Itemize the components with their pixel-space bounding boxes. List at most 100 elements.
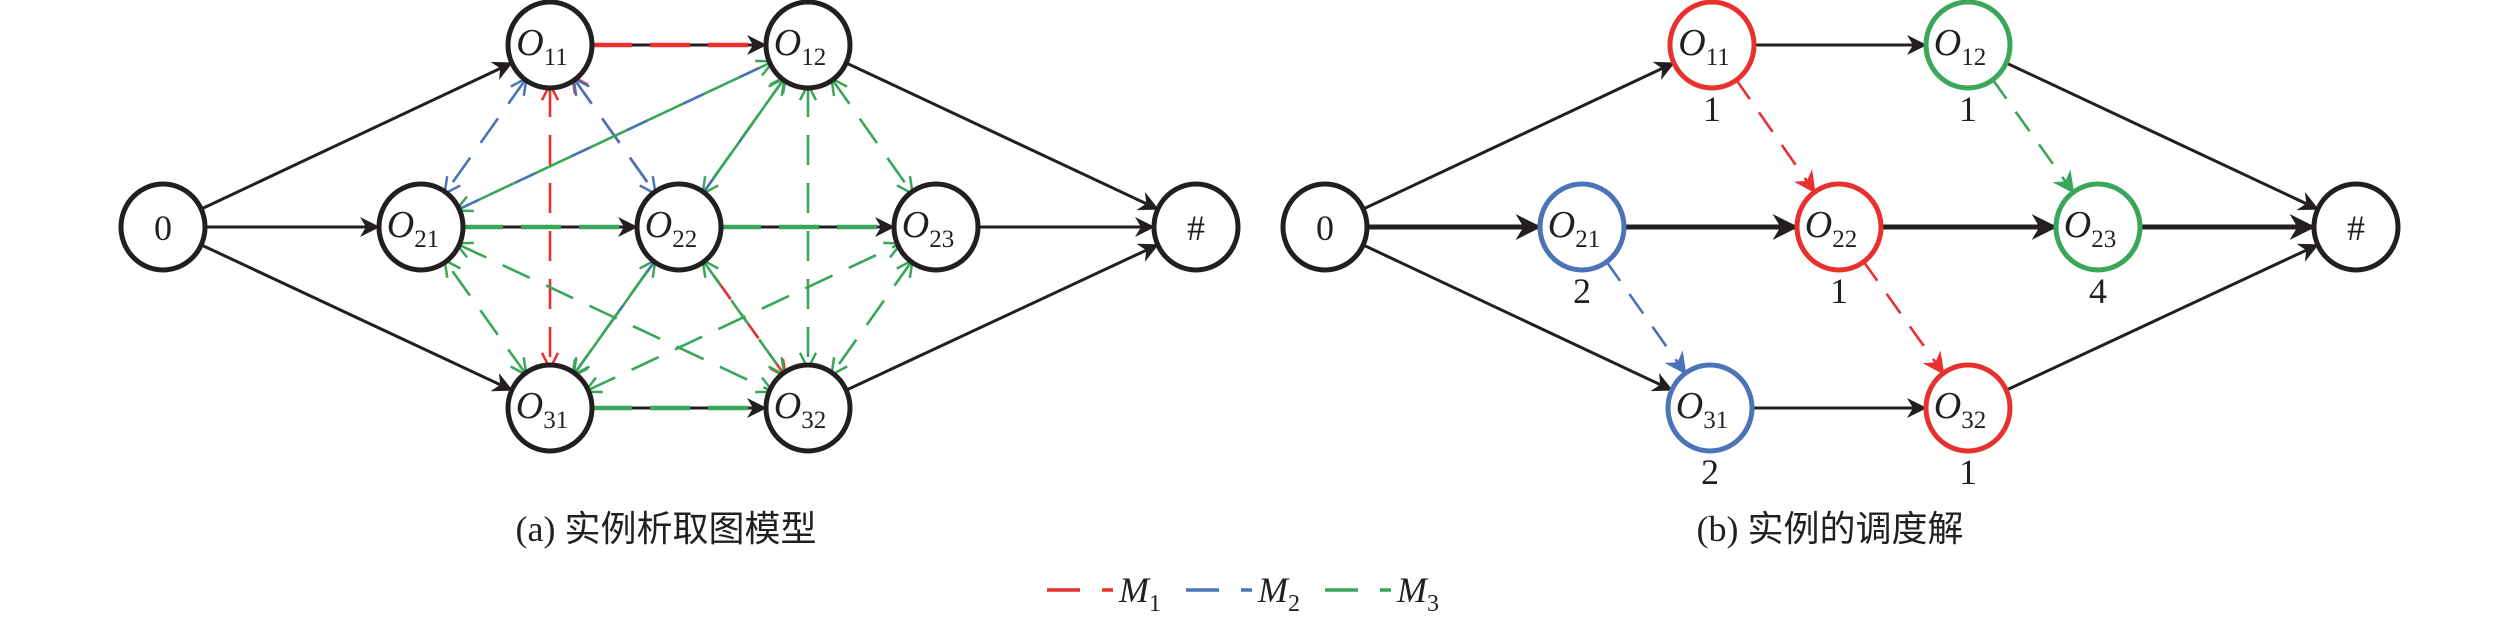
legend-label-main: M [1118, 570, 1151, 610]
node-e: # [2311, 181, 2401, 273]
node-label: O32 [774, 385, 826, 434]
node-label: 0 [154, 208, 172, 248]
node-circle [1280, 181, 1370, 273]
node-label-main: O [645, 204, 672, 246]
disjunctive-edge-o22-o32 [703, 260, 785, 375]
node-label-main: O [1934, 385, 1961, 427]
caption-a: (a) 实例析取图模型 [516, 509, 817, 549]
node-label: O32 [1934, 385, 1986, 434]
node-circle [1923, 362, 2013, 454]
node-label: O23 [902, 204, 954, 253]
edge-line [444, 260, 527, 375]
arc-line [200, 243, 513, 392]
machine-arc-o21-o31 [1605, 260, 1687, 375]
disjunctive-edge-o21-o12 [456, 61, 773, 210]
conjunctive-arc-o32-e [845, 243, 1159, 392]
node-o23: O23 [891, 181, 981, 273]
caption-b: (b) 实例的调度解 [1697, 509, 1964, 549]
node-o21: O21 2 [1537, 181, 1627, 311]
edge-line [573, 78, 785, 375]
processing-time-label: 1 [1959, 452, 1977, 492]
machine-arcs-layer [1605, 78, 2075, 375]
arc-line [200, 61, 513, 211]
conjunctive-arc-s-o11 [200, 61, 513, 211]
legend-item-m3: M3 [1325, 570, 1439, 617]
node-label-subscript: 12 [801, 44, 826, 71]
node-label-subscript: 31 [543, 407, 568, 434]
node-circle [763, 362, 853, 454]
conjunctive-arc-s-o31 [200, 243, 513, 392]
processing-time-label: 2 [1573, 271, 1591, 311]
node-circle [1667, 0, 1757, 91]
node-label-main: O [1676, 385, 1703, 427]
machine-arc-o12-o23 [1991, 78, 2075, 194]
node-label: O21 [387, 204, 439, 253]
disjunctive-edge-o12-o23 [831, 78, 912, 194]
conjunctive-arc-s-o31 [1362, 243, 1673, 392]
edge-line [831, 260, 913, 375]
node-label-subscript: 32 [1961, 407, 1986, 434]
edge-line [702, 260, 785, 375]
node-label: # [1187, 208, 1205, 248]
node-label-subscript: 23 [2091, 226, 2116, 253]
node-label: O22 [1805, 204, 1857, 253]
legend-label-subscript: 3 [1427, 591, 1439, 617]
node-o11: O11 [505, 0, 595, 91]
node-o32: O32 [763, 362, 853, 454]
legend-item-m1: M1 [1047, 570, 1161, 617]
node-label: O11 [1678, 22, 1730, 71]
node-label-main: O [2064, 204, 2091, 246]
arc-line [845, 61, 1159, 211]
node-label-main: O [1548, 204, 1575, 246]
legend-label: M2 [1257, 570, 1300, 617]
node-label: O31 [516, 385, 568, 434]
processing-time-label: 1 [1703, 89, 1721, 129]
legend-label-subscript: 2 [1288, 591, 1300, 617]
node-circle [505, 0, 595, 91]
conjunctive-arcs-layer [200, 35, 1159, 418]
node-label: O12 [1934, 22, 1986, 71]
node-label-subscript: 23 [929, 226, 954, 253]
node-s: 0 [118, 181, 208, 273]
disjunctive-edge-o23-o32 [831, 260, 912, 375]
node-s: 0 [1280, 181, 1370, 273]
node-circle [634, 181, 724, 273]
node-label: O23 [2064, 204, 2116, 253]
edge-line-overlay [458, 61, 771, 211]
conjunctive-arc-o12-e [845, 61, 1159, 211]
node-label: 0 [1316, 208, 1334, 248]
node-circle [2053, 181, 2143, 273]
legend-label: M3 [1396, 570, 1439, 617]
machine-arc-o22-o32 [1862, 260, 1945, 375]
processing-time-label: 1 [1959, 89, 1977, 129]
legend-label: M1 [1118, 570, 1161, 617]
processing-time-label: 1 [1830, 271, 1848, 311]
conjunctive-arc-o12-e [2005, 61, 2319, 211]
node-circle [376, 181, 466, 273]
node-label: O11 [516, 22, 568, 71]
conjunctive-arc-o32-e [2005, 243, 2319, 392]
edge-line [831, 78, 913, 194]
node-circle [1537, 181, 1627, 273]
node-label-main: O [1934, 22, 1961, 64]
node-circle [891, 181, 981, 273]
node-circle [1665, 362, 1755, 454]
processing-time-label: 2 [1701, 452, 1719, 492]
disjunctive-edge-o11-o21 [444, 78, 526, 194]
legend-item-m2: M2 [1186, 570, 1300, 617]
legend-label-main: M [1396, 570, 1429, 610]
node-label: O21 [1548, 204, 1600, 253]
node-label: # [2347, 208, 2365, 248]
node-label-main: O [774, 22, 801, 64]
node-e: # [1151, 181, 1241, 273]
processing-time-label: 4 [2089, 271, 2107, 311]
node-label-main: O [387, 204, 414, 246]
node-circle [763, 0, 853, 91]
machine-arc-o11-o22 [1734, 78, 1816, 194]
legend-label-subscript: 1 [1149, 591, 1161, 617]
node-circle [505, 362, 595, 454]
conjunctive-arc-s-o11 [1362, 61, 1675, 211]
